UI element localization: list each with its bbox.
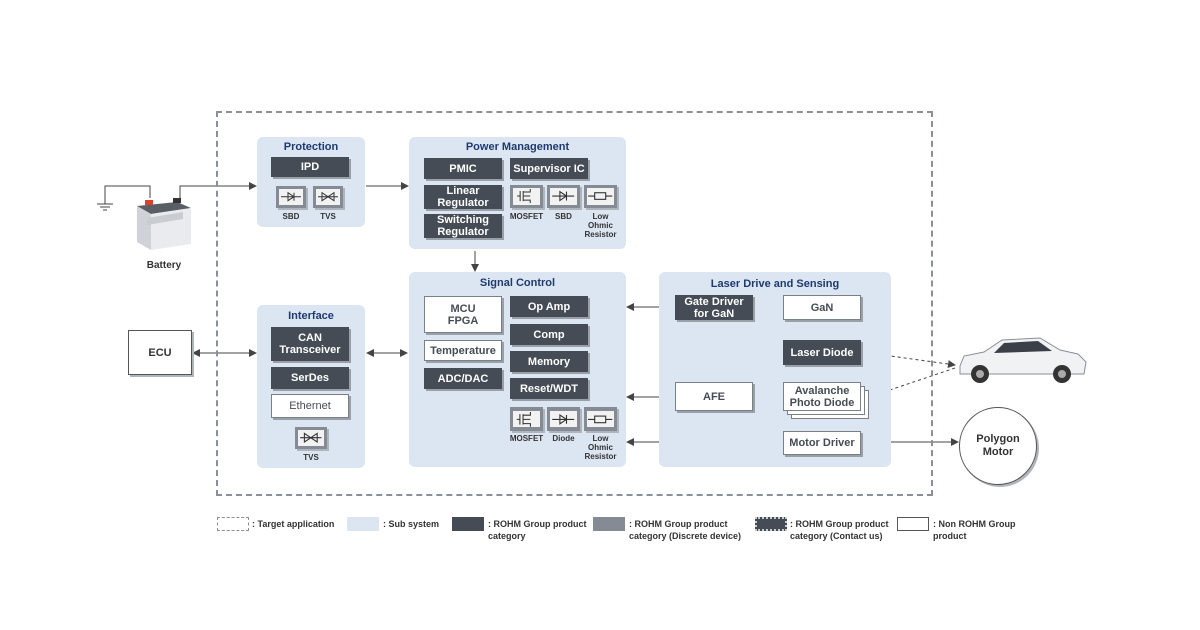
sc-mosfet-device xyxy=(510,407,543,431)
tvs-diode-icon xyxy=(318,192,338,202)
ground-icon xyxy=(97,203,113,211)
legend-nonrohm-label: : Non ROHM Group product xyxy=(933,519,1016,541)
resistor-icon xyxy=(588,192,613,201)
power-management-subsystem: Power Management PMIC Supervisor IC Line… xyxy=(409,137,626,249)
sbd-device xyxy=(276,186,306,208)
op-amp-block: Op Amp xyxy=(510,296,588,317)
battery-to-protection-arrow xyxy=(179,182,257,198)
car-icon xyxy=(959,337,1087,383)
if-tvs-device xyxy=(295,427,327,449)
mosfet-icon xyxy=(517,189,532,204)
laser-to-car-dashed-arrow xyxy=(861,351,956,368)
legend-contact-swatch xyxy=(755,517,787,531)
laser-diode-block: Laser Diode xyxy=(783,340,861,365)
reset-wdt-block: Reset/WDT xyxy=(510,378,588,399)
diode-icon xyxy=(552,191,575,202)
sc-resistor-caption: Low Ohmic Resistor xyxy=(584,434,617,461)
sc-resistor-device xyxy=(584,407,617,431)
signal-control-subsystem: Signal Control MCU FPGA Temperature ADC/… xyxy=(409,272,626,467)
ipd-block: IPD xyxy=(271,157,349,177)
signal-control-title: Signal Control xyxy=(479,277,556,289)
pm-resistor-caption: Low Ohmic Resistor xyxy=(584,212,617,239)
legend-rohm-label: : ROHM Group product category xyxy=(488,519,587,541)
battery: Battery xyxy=(133,192,195,272)
polygon-motor-circle: Polygon Motor xyxy=(959,407,1037,485)
tvs-device xyxy=(313,186,343,208)
legend-discrete-label: : ROHM Group product category (Discrete … xyxy=(629,519,742,541)
sbd-caption: SBD xyxy=(282,212,300,221)
memory-block: Memory xyxy=(510,351,588,372)
switching-regulator-block: Switching Regulator xyxy=(424,214,502,238)
can-transceiver-block: CAN Transceiver xyxy=(271,327,349,361)
tvs-diode-icon xyxy=(300,432,322,444)
avalanche-photo-diode-block: Avalanche Photo Diode xyxy=(783,382,861,411)
pm-mosfet-caption: MOSFET xyxy=(509,212,544,221)
legend-target-label: : Target application xyxy=(252,519,335,529)
sc-mosfet-caption: MOSFET xyxy=(509,434,544,443)
diode-icon xyxy=(281,192,301,202)
power-management-title: Power Management xyxy=(465,141,570,153)
legend-subsystem-label: : Sub system xyxy=(383,519,440,529)
ethernet-block: Ethernet xyxy=(271,394,349,418)
laser-drive-title: Laser Drive and Sensing xyxy=(710,278,840,290)
ecu-label: ECU xyxy=(148,346,172,359)
legend-rohm-swatch xyxy=(452,517,484,531)
diode-icon xyxy=(552,413,575,425)
mosfet-icon xyxy=(517,411,532,427)
tvs-caption: TVS xyxy=(320,212,336,221)
legend-nonrohm-swatch xyxy=(897,517,929,531)
pm-resistor-device xyxy=(584,185,617,208)
pm-sbd-caption: SBD xyxy=(555,212,572,221)
battery-icon xyxy=(137,198,191,250)
supervisor-ic-block: Supervisor IC xyxy=(510,158,588,179)
linear-regulator-block: Linear Regulator xyxy=(424,185,502,209)
sc-diode-device xyxy=(547,407,580,431)
protection-title: Protection xyxy=(283,141,339,153)
interface-title: Interface xyxy=(288,310,334,322)
gan-block: GaN xyxy=(783,295,861,320)
battery-label: Battery xyxy=(146,260,182,271)
ecu-box: ECU xyxy=(128,330,192,375)
resistor-icon xyxy=(588,415,613,423)
legend-target-swatch xyxy=(217,517,249,531)
target-application-boundary xyxy=(216,111,933,496)
legend-discrete-swatch xyxy=(593,517,625,531)
polygon-motor-label: Polygon Motor xyxy=(976,433,1020,458)
comp-block: Comp xyxy=(510,324,588,345)
serdes-block: SerDes xyxy=(271,367,349,389)
gate-driver-block: Gate Driver for GaN xyxy=(675,295,753,320)
interface-subsystem: Interface CAN Transceiver SerDes Etherne… xyxy=(257,305,365,468)
afe-block: AFE xyxy=(675,382,753,411)
legend-contact-label: : ROHM Group product category (Contact u… xyxy=(790,519,889,541)
laser-drive-subsystem: Laser Drive and Sensing Gate Driver for … xyxy=(659,272,891,467)
mcu-fpga-block: MCU FPGA xyxy=(424,296,502,333)
motor-driver-block: Motor Driver xyxy=(783,431,861,455)
adc-dac-block: ADC/DAC xyxy=(424,368,502,389)
pmic-block: PMIC xyxy=(424,158,502,179)
pm-mosfet-device xyxy=(510,185,543,208)
temperature-block: Temperature xyxy=(424,340,502,361)
pm-sbd-device xyxy=(547,185,580,208)
protection-subsystem: Protection IPD SBD TVS xyxy=(257,137,365,227)
legend-subsystem-swatch xyxy=(347,517,379,531)
if-tvs-caption: TVS xyxy=(303,453,319,462)
battery-wire-ground xyxy=(104,185,151,204)
sc-diode-caption: Diode xyxy=(552,434,575,443)
